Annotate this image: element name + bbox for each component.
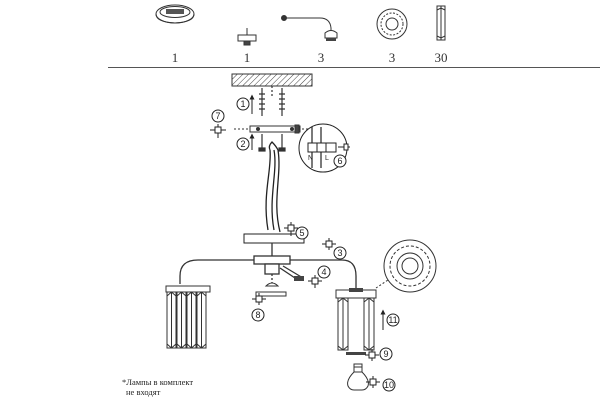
mounting-plate bbox=[234, 124, 312, 134]
part-count-bracket: 1 bbox=[243, 50, 251, 65]
decorative-ring-icon bbox=[376, 8, 408, 40]
step-9-indicator: 9 bbox=[365, 347, 393, 361]
mounting-bracket-icon bbox=[237, 28, 257, 46]
left-crystal-cluster bbox=[165, 285, 211, 349]
step-7-indicator: 7 bbox=[210, 109, 226, 138]
part-count-canopy: 1 bbox=[171, 50, 179, 65]
canopy-icon bbox=[155, 4, 195, 24]
step-2-arrow: 2 bbox=[236, 133, 255, 151]
wire-label-live: L bbox=[325, 155, 329, 162]
step-1-label: 1 bbox=[240, 99, 245, 109]
step-8-label: 8 bbox=[255, 310, 260, 320]
step-7-label: 7 bbox=[215, 111, 220, 121]
step-11-indicator: 11 bbox=[380, 309, 400, 330]
step-3-label: 3 bbox=[337, 248, 342, 258]
screwdriver-icon bbox=[210, 124, 226, 138]
step-10-indicator: 10 bbox=[366, 376, 396, 392]
wire-label-neutral: N bbox=[308, 155, 313, 162]
parts-divider bbox=[108, 67, 600, 68]
part-count-arm: 3 bbox=[317, 50, 325, 65]
step-5-label: 5 bbox=[299, 228, 304, 238]
bracket-screws bbox=[258, 134, 286, 152]
parts-list: 1 1 3 3 30 bbox=[0, 0, 600, 68]
screwdriver-icon bbox=[308, 275, 322, 288]
arm-icon bbox=[281, 15, 338, 41]
note-line-2: не входят bbox=[126, 387, 161, 397]
step-11-label: 11 bbox=[388, 315, 397, 325]
screwdriver-icon bbox=[322, 238, 336, 250]
screwdriver-icon bbox=[284, 222, 298, 236]
terminal-block-detail: N L 6 bbox=[298, 123, 350, 173]
step-6-label: 6 bbox=[337, 156, 342, 166]
note-line-1: *Лампы в комплект bbox=[122, 377, 194, 387]
screwdriver-icon bbox=[252, 293, 266, 305]
part-count-ring: 3 bbox=[388, 50, 396, 65]
ceiling bbox=[231, 73, 313, 87]
ring-detail bbox=[375, 239, 437, 293]
step-2-label: 2 bbox=[240, 139, 245, 149]
step-4-indicator: 4 bbox=[308, 265, 331, 288]
step-1-arrow: 1 bbox=[236, 94, 255, 114]
canopy-plate: 5 bbox=[243, 222, 309, 244]
crystal-prism-icon bbox=[436, 5, 446, 41]
right-crystal-assembly bbox=[335, 288, 377, 355]
step-10-label: 10 bbox=[384, 380, 394, 390]
step-8-indicator: 8 bbox=[251, 293, 266, 322]
step-3-indicator: 3 bbox=[322, 238, 347, 260]
bulbs-not-included-note: *Лампы в комплект не входят bbox=[122, 377, 193, 397]
screwdriver-icon bbox=[365, 349, 379, 361]
step-9-label: 9 bbox=[383, 349, 388, 359]
chandelier-frame bbox=[179, 243, 357, 288]
part-count-crystal: 30 bbox=[434, 50, 448, 65]
screwdriver-icon bbox=[338, 143, 350, 151]
anchor-screws bbox=[259, 86, 285, 116]
step-4-label: 4 bbox=[321, 267, 326, 277]
center-finial bbox=[255, 282, 287, 297]
power-cables bbox=[265, 141, 281, 233]
light-bulb-icon bbox=[347, 363, 369, 391]
screwdriver-icon bbox=[366, 376, 380, 388]
